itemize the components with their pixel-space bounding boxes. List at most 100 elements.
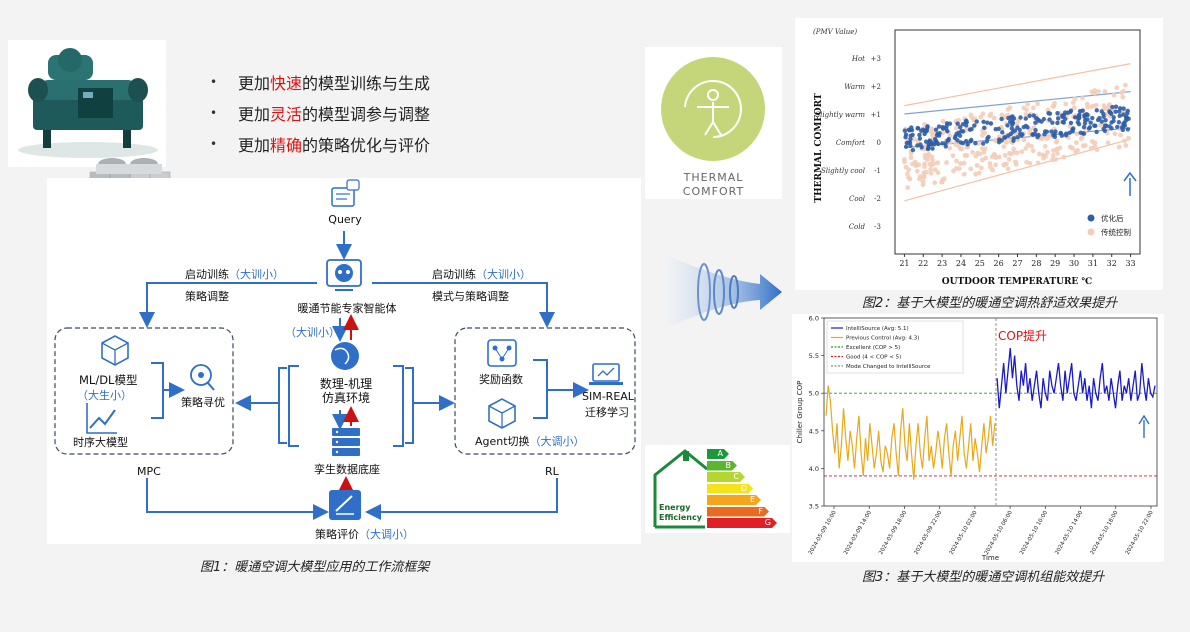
x-axis-label: Time <box>981 554 999 562</box>
scatter-point <box>1005 166 1011 172</box>
scatter-point <box>1125 127 1131 132</box>
ml-tag-label: （大生小） <box>77 389 132 402</box>
scatter-point <box>922 161 928 167</box>
scatter-point <box>1089 139 1095 144</box>
scatter-point <box>981 119 986 124</box>
evaluation-icon <box>329 490 361 520</box>
scatter-point <box>1054 138 1060 144</box>
previous-control-line <box>825 385 996 480</box>
scatter-point <box>1060 119 1066 125</box>
scatter-point <box>970 149 976 155</box>
scatter-point <box>917 176 922 182</box>
scatter-point <box>1002 152 1008 158</box>
scatter-point <box>1068 120 1074 126</box>
x-tick-label: 24 <box>956 259 966 268</box>
scatter-point <box>1094 108 1099 113</box>
scatter-point <box>978 165 984 171</box>
scatter-point <box>1024 159 1030 165</box>
scatter-point <box>956 166 962 171</box>
y-level-value: -2 <box>874 195 881 203</box>
scatter-point <box>1042 144 1048 149</box>
scatter-point <box>1102 89 1108 94</box>
scatter-point <box>1050 103 1056 109</box>
scatter-point <box>1055 116 1061 121</box>
agent-switch-label: Agent切换（大调小） <box>475 435 585 448</box>
scatter-point <box>1018 115 1023 120</box>
scatter-point <box>1079 134 1085 140</box>
scatter-point <box>1070 100 1076 106</box>
y-level-value: -3 <box>874 223 881 231</box>
scatter-point <box>1033 128 1038 133</box>
scatter-point <box>1051 148 1056 153</box>
agent-cube-icon <box>488 398 516 429</box>
scatter-point <box>1111 92 1117 98</box>
scatter-point <box>903 144 909 149</box>
x-tick-label: 2024-05-10 22:00 <box>1125 510 1155 556</box>
line-chart-icon <box>86 403 117 434</box>
scatter-point <box>1095 117 1101 123</box>
y-tick-label: 5.0 <box>809 390 819 398</box>
scatter-point <box>1093 123 1098 129</box>
scatter-point <box>905 171 910 177</box>
scatter-point <box>1105 140 1111 146</box>
up-arrow-head <box>1138 414 1150 425</box>
cop-annotation: COP提升 <box>998 328 1047 343</box>
x-tick-label: 31 <box>1088 259 1098 268</box>
scatter-point <box>1094 147 1100 153</box>
scatter-point <box>1015 125 1020 130</box>
scatter-point <box>963 123 969 128</box>
y-level-name: Slightly cool <box>821 167 865 175</box>
scatter-point <box>1052 131 1057 137</box>
bullet-dot: • <box>210 74 218 89</box>
y-level-name: Cold <box>849 223 866 231</box>
network-icon <box>487 339 517 367</box>
rl-label: RL <box>545 465 559 478</box>
scatter-point <box>1098 122 1104 128</box>
scatter-point <box>906 167 912 173</box>
scatter-point <box>974 119 979 124</box>
x-tick-label: 25 <box>975 259 985 268</box>
scatter-point <box>982 125 987 131</box>
scatter-point <box>1045 149 1050 155</box>
scatter-point <box>1007 105 1013 111</box>
scatter-point <box>1126 135 1132 141</box>
x-tick-label: 32 <box>1107 259 1117 268</box>
chiller-image <box>8 40 166 167</box>
scatter-point <box>1010 129 1016 134</box>
scatter-point <box>1014 121 1020 127</box>
scatter-point <box>1117 106 1123 111</box>
scatter-point <box>1088 145 1094 151</box>
y-tick-label: 5.5 <box>809 352 819 360</box>
scatter-point <box>1120 94 1126 100</box>
benefit-item: • 更加灵活的模型调参与调整 <box>210 97 430 128</box>
thermal-text-1: THERMAL <box>683 171 744 184</box>
scatter-point <box>969 126 974 132</box>
scatter-point <box>1070 128 1075 133</box>
scatter-point <box>1078 130 1083 135</box>
scatter-point <box>1050 120 1055 125</box>
scatter-point <box>1023 145 1029 151</box>
scatter-point <box>1071 105 1077 111</box>
benefit-item: • 更加精确的策略优化与评价 <box>210 128 430 159</box>
sim-env-label: 数理-机理 仿真环境 <box>319 377 373 405</box>
energy-grade-g: G <box>707 518 777 528</box>
legend-label: 传统控制 <box>1101 227 1131 237</box>
scatter-point <box>1082 113 1087 118</box>
x-tick-label: 23 <box>937 259 947 268</box>
scatter-point <box>957 133 963 138</box>
scatter-point <box>960 129 966 134</box>
thermal-text-2: COMFORT <box>682 185 745 198</box>
x-tick-label: 2024-05-09 22:00 <box>913 510 943 556</box>
scatter-point <box>1060 113 1065 118</box>
benefit-post: 的模型训练与生成 <box>302 73 431 93</box>
scatter-point <box>961 171 967 177</box>
mpc-label: MPC <box>137 465 161 478</box>
thermal-comfort-badge: THERMAL COMFORT <box>645 47 782 199</box>
scatter-point <box>1010 120 1016 126</box>
x-tick-label: 30 <box>1069 259 1079 268</box>
y-level-value: +1 <box>871 111 881 119</box>
scatter-point <box>996 139 1002 145</box>
scatter-point <box>964 153 970 158</box>
scatter-point <box>1122 82 1128 88</box>
